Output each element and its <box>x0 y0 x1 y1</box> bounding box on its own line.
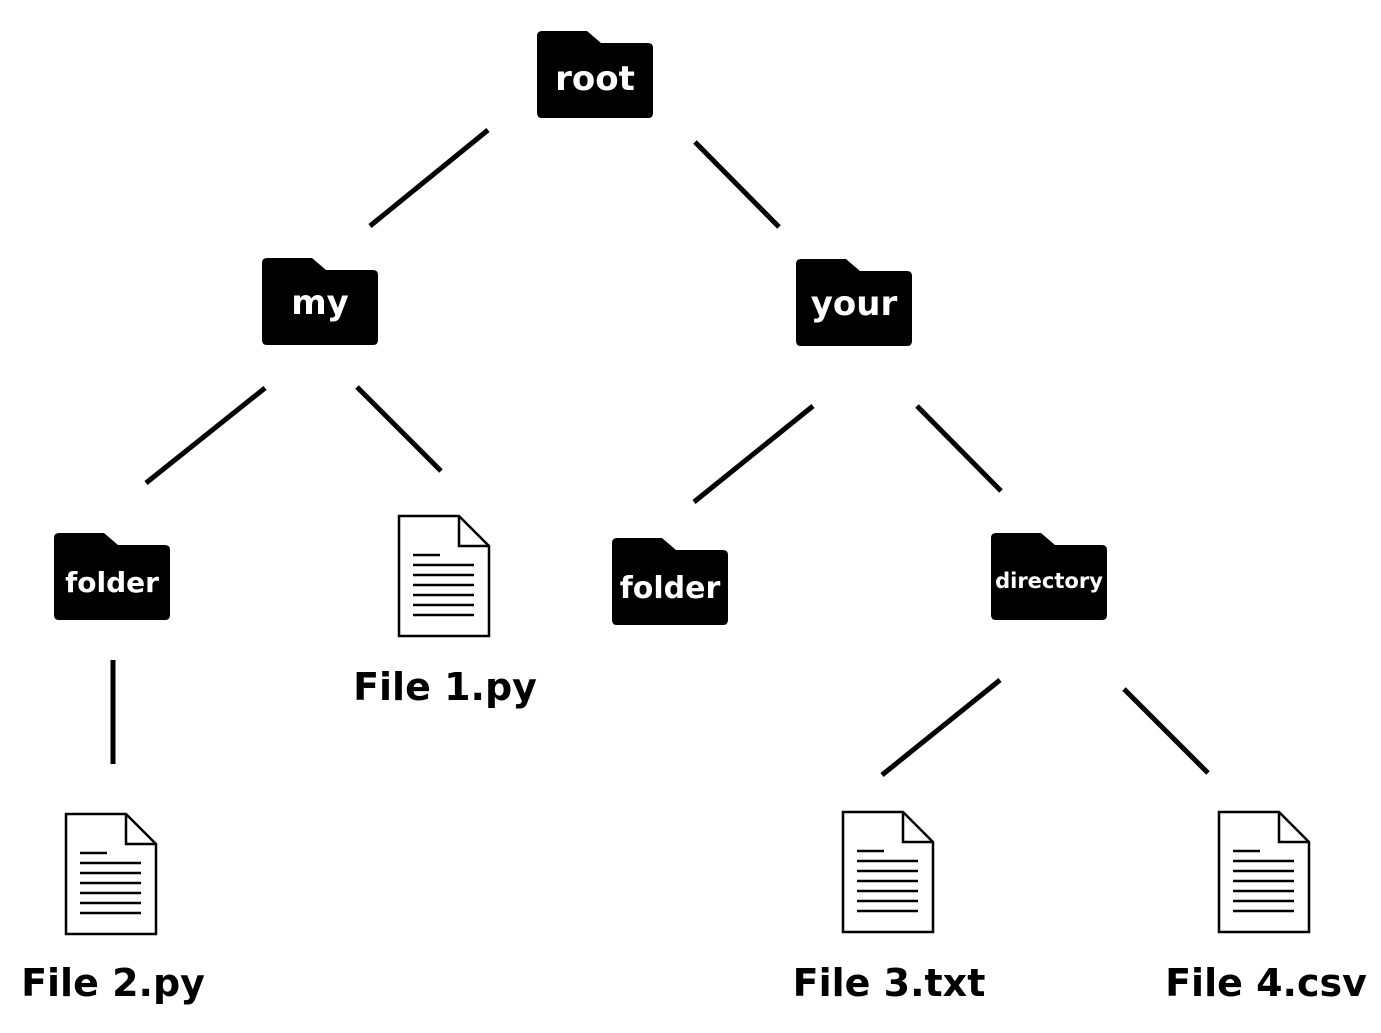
folder-label-my: my <box>291 283 349 323</box>
node-your-folder: your <box>796 259 912 346</box>
document-icon <box>841 810 935 934</box>
edge-my-folder <box>144 386 267 485</box>
edge-directory-file4 <box>1122 687 1210 775</box>
edge-root-your <box>693 140 781 229</box>
document-icon <box>64 812 158 936</box>
node-file4: File 4.csv <box>1165 810 1367 1005</box>
folder-label-folder-left: folder <box>65 566 159 599</box>
node-file2: File 2.py <box>21 812 205 1005</box>
node-directory-folder: directory <box>991 533 1107 620</box>
file-label-file1: File 1.py <box>353 665 537 709</box>
edge-your-folder <box>692 404 815 504</box>
edge-root-my <box>368 128 490 228</box>
edge-my-file1 <box>355 385 443 473</box>
node-file1: File 1.py <box>353 514 537 709</box>
edge-directory-file3 <box>880 678 1002 777</box>
file-label-file2: File 2.py <box>21 961 205 1005</box>
edge-your-directory <box>915 404 1003 493</box>
folder-label-directory: directory <box>995 569 1103 593</box>
node-your-subfolder: folder <box>612 538 728 625</box>
node-my-folder: my <box>262 258 378 345</box>
document-icon <box>397 514 491 638</box>
tree-edges <box>110 128 1210 777</box>
folder-label-folder-right: folder <box>620 571 721 606</box>
file-label-file3: File 3.txt <box>793 961 986 1005</box>
node-root-folder: root <box>537 31 653 118</box>
folder-label-root: root <box>555 59 635 99</box>
node-my-subfolder: folder <box>54 533 170 620</box>
folder-label-your: your <box>811 284 898 324</box>
node-file3: File 3.txt <box>793 810 986 1005</box>
document-icon <box>1217 810 1311 934</box>
file-label-file4: File 4.csv <box>1165 961 1367 1005</box>
